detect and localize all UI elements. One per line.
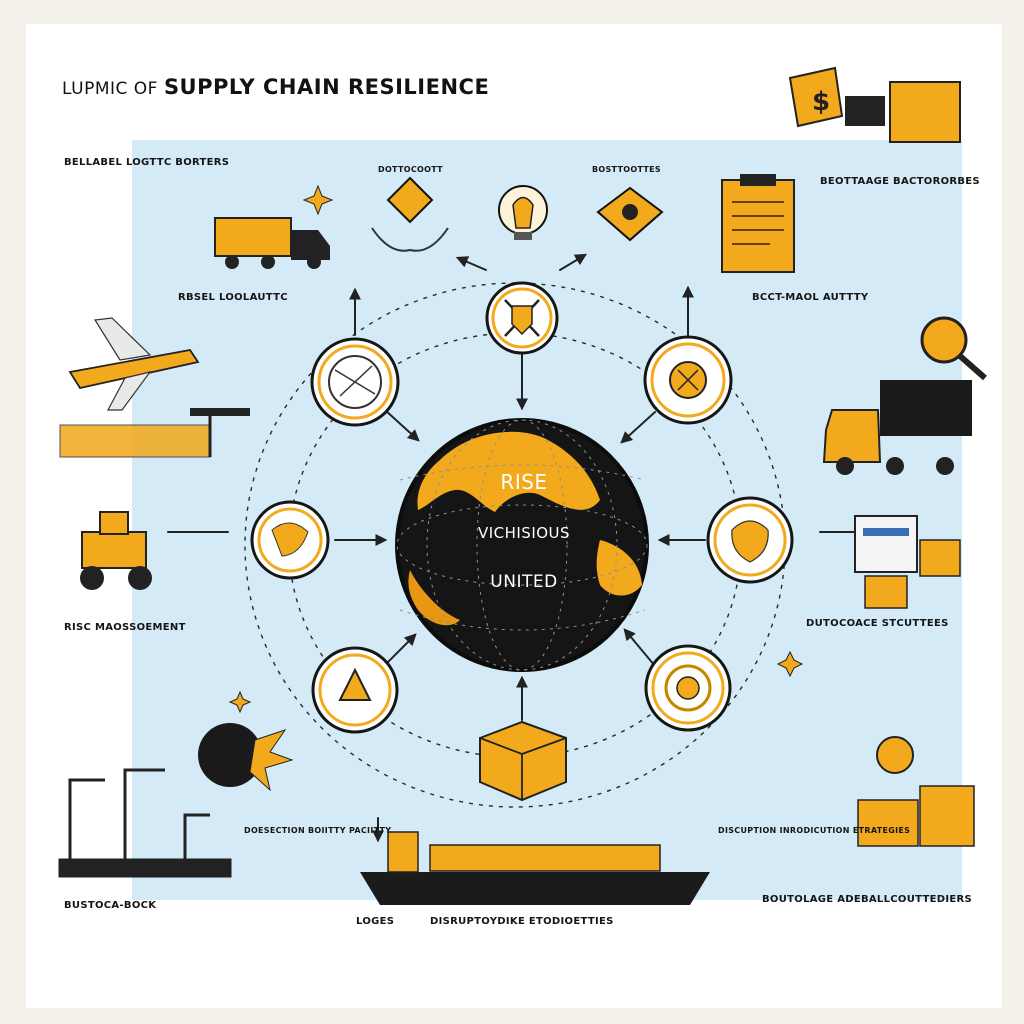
lightbulb-icon bbox=[498, 185, 548, 240]
diamond-hands-icon bbox=[371, 176, 449, 252]
label-dashboard-strategies: DUTOCOACE STCUTTEES bbox=[806, 618, 949, 629]
hub-line-2: VICHISIOUS bbox=[477, 524, 571, 542]
label-recovery-strategies: BOUTOLAGE ADEBALLCOUTTEDIERS bbox=[762, 894, 972, 905]
satellite-left bbox=[250, 500, 330, 580]
hub-line-3: UNITED bbox=[490, 572, 558, 592]
label-disruption-ability: DOESECTION BOIITTY PACIITTY bbox=[244, 826, 392, 835]
satellite-upper-right bbox=[643, 335, 733, 425]
central-globe bbox=[395, 418, 649, 672]
package-box-icon bbox=[479, 720, 567, 802]
port-cranes-icon bbox=[58, 768, 232, 878]
stacked-crates-icon bbox=[857, 736, 975, 847]
shield-icon bbox=[596, 186, 664, 242]
satellite-top bbox=[485, 281, 559, 355]
title-main: SUPPLY CHAIN RESILIENCE bbox=[163, 75, 490, 99]
forklift-icon bbox=[80, 511, 152, 590]
warehouse-port-icon bbox=[59, 408, 250, 458]
airplane-icon bbox=[68, 317, 200, 411]
title-prefix: LUPMIC OF bbox=[62, 79, 158, 99]
label-resilience-factors: BEOTTAAGE BACTORORBES bbox=[820, 176, 980, 187]
label-disruptive-strategies: DISRUPTOYDIKE ETODIOETTIES bbox=[430, 916, 614, 927]
satellite-lower-left bbox=[311, 646, 399, 734]
label-disruption-mitigation: DISCUPTION INRODICUTION ETRATEGIES bbox=[718, 826, 911, 835]
clipboard-icon bbox=[721, 174, 795, 273]
cargo-ship-icon bbox=[360, 831, 710, 905]
explosion-icon bbox=[198, 723, 294, 792]
magnifier-icon bbox=[920, 316, 987, 381]
satellite-right bbox=[706, 496, 794, 584]
hub-text: RISE VICHISIOUS UNITED bbox=[470, 470, 578, 592]
label-diversification: DOTTOCOOTT bbox=[378, 165, 443, 174]
label-logistics-footer: LOGES bbox=[356, 916, 395, 927]
sparkle-icons bbox=[228, 184, 804, 714]
label-reliable-logistics: BELLABEL LOGTTC BORTERS bbox=[64, 157, 230, 168]
money-cart-icon: $ bbox=[788, 66, 961, 143]
truck-icon-left bbox=[214, 217, 330, 269]
hub-line-1: RISE bbox=[500, 470, 548, 494]
dashboard-boxes-icon bbox=[854, 515, 961, 609]
label-contingencies: BOSTTOOTTES bbox=[592, 165, 661, 174]
price-tag-symbol: $ bbox=[812, 87, 830, 117]
label-buffer-stock: BUSTOCA-BOCK bbox=[64, 900, 157, 911]
satellite-lower-right bbox=[644, 644, 732, 732]
label-real-time-visibility: BCCT-MAOL AUTTTY bbox=[752, 292, 869, 303]
label-risk-management: RISC MAOSSOEMENT bbox=[64, 622, 186, 633]
truck-icon-right bbox=[822, 380, 972, 475]
satellite-upper-left bbox=[310, 337, 400, 427]
label-reoll-logistic: RBSEL LOOLAUTTC bbox=[178, 292, 288, 303]
